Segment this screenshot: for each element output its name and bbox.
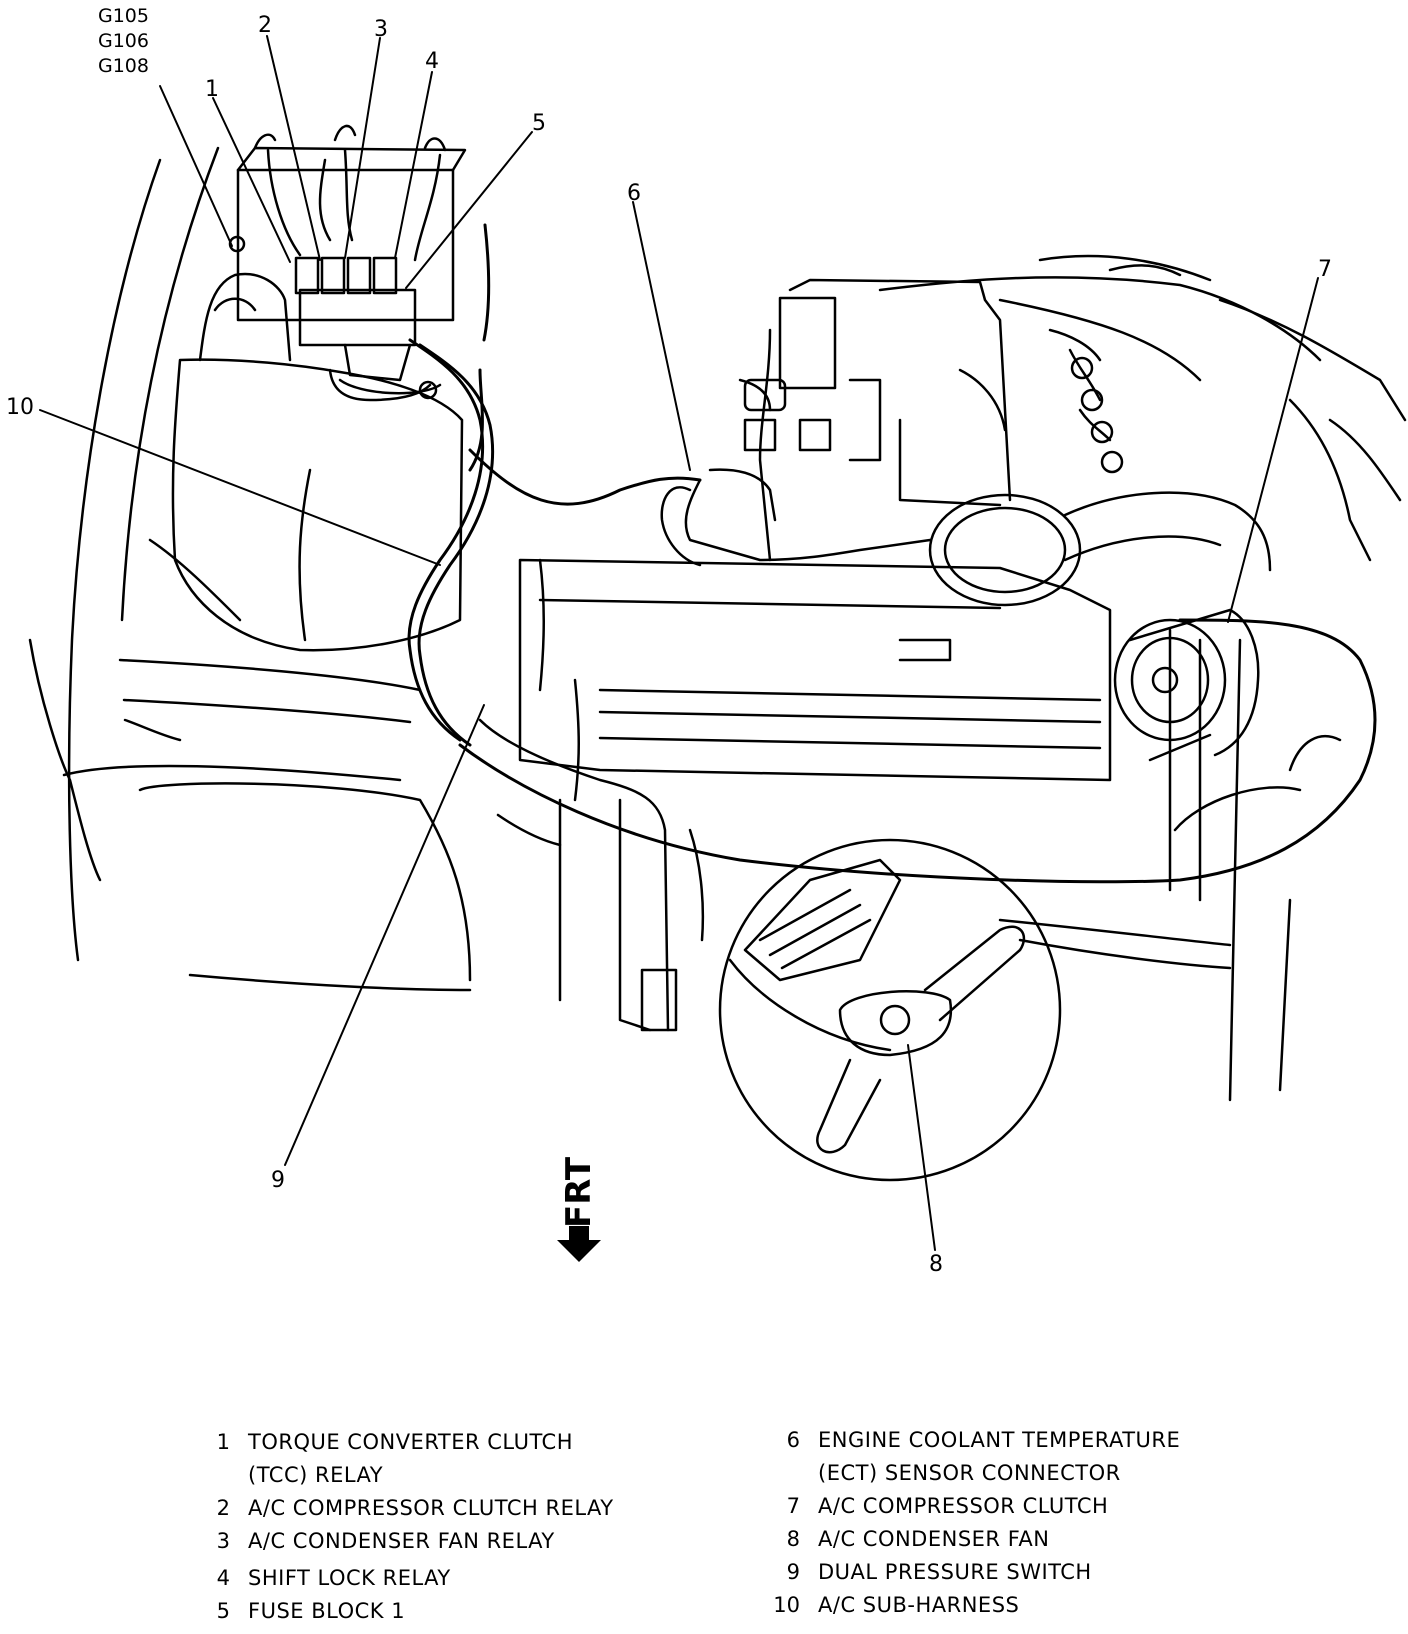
- legend-item: 7 A/C COMPRESSOR CLUTCH: [760, 1490, 1180, 1523]
- legend-number: 8: [786, 1527, 800, 1551]
- legend-text: A/C COMPRESSOR CLUTCH: [818, 1494, 1109, 1518]
- legend-item: 8 A/C CONDENSER FAN: [760, 1523, 1180, 1556]
- frt-label: FRT: [559, 1156, 599, 1228]
- ground-labels: G105 G106 G108: [98, 4, 149, 79]
- callout-3: 3: [374, 17, 388, 42]
- ground-label-g105: G105: [98, 5, 149, 27]
- legend-item: 9 DUAL PRESSURE SWITCH: [760, 1556, 1180, 1589]
- callout-2: 2: [258, 13, 272, 38]
- legend-number: 6: [786, 1428, 800, 1452]
- ac-compressor: [1113, 608, 1260, 762]
- ac-lines: [478, 718, 1342, 1032]
- legend-text: A/C COMPRESSOR CLUTCH RELAY: [248, 1496, 614, 1520]
- legend-item: 1 TORQUE CONVERTER CLUTCH: [190, 1426, 614, 1459]
- legend-item: 5 FUSE BLOCK 1: [190, 1595, 614, 1628]
- callout-leaders: [39, 35, 1319, 1251]
- legend-text-cont: (TCC) RELAY: [248, 1463, 384, 1487]
- radiator: [518, 558, 1292, 1102]
- front-direction-marker: FRT: [555, 1157, 605, 1262]
- ground-label-g106: G106: [98, 30, 149, 52]
- legend-text: A/C CONDENSER FAN: [818, 1527, 1050, 1551]
- legend-number: 4: [216, 1566, 230, 1590]
- callout-9: 9: [271, 1168, 285, 1193]
- callout-10: 10: [6, 395, 34, 420]
- fender-outline: [28, 146, 472, 992]
- legend-item: 3 A/C CONDENSER FAN RELAY: [190, 1525, 614, 1558]
- callout-5: 5: [532, 111, 546, 136]
- legend-text: DUAL PRESSURE SWITCH: [818, 1560, 1092, 1584]
- down-arrow-icon: [557, 1226, 601, 1262]
- callout-7: 7: [1318, 257, 1332, 282]
- air-intake-hose: [660, 468, 1272, 607]
- legend-number: 7: [786, 1494, 800, 1518]
- callout-4: 4: [425, 49, 439, 74]
- legend-number: 5: [216, 1599, 230, 1623]
- callout-1: 1: [205, 77, 219, 102]
- legend-item: 10 A/C SUB-HARNESS: [760, 1589, 1180, 1622]
- callout-6: 6: [627, 181, 641, 206]
- legend-text: SHIFT LOCK RELAY: [248, 1566, 451, 1590]
- legend-item: 2 A/C COMPRESSOR CLUTCH RELAY: [190, 1492, 614, 1525]
- legend-item: 6 ENGINE COOLANT TEMPERATURE: [760, 1424, 1180, 1457]
- engine-block: [738, 254, 1407, 562]
- legend-number: 10: [773, 1593, 800, 1617]
- legend-text: TORQUE CONVERTER CLUTCH: [248, 1430, 573, 1454]
- legend-text-cont: (ECT) SENSOR CONNECTOR: [818, 1461, 1121, 1485]
- battery-fuse-block: [228, 124, 467, 400]
- legend-left: 1 TORQUE CONVERTER CLUTCH (TCC) RELAY 2 …: [190, 1426, 614, 1628]
- ac-sub-harness: [407, 223, 1377, 884]
- legend-text: ENGINE COOLANT TEMPERATURE: [818, 1428, 1181, 1452]
- legend-item: 4 SHIFT LOCK RELAY: [190, 1562, 614, 1595]
- ground-label-g108: G108: [98, 55, 149, 77]
- legend-text: A/C SUB-HARNESS: [818, 1593, 1020, 1617]
- legend-text: FUSE BLOCK 1: [248, 1599, 406, 1623]
- legend-number: 1: [216, 1430, 230, 1454]
- callout-8: 8: [929, 1252, 943, 1277]
- legend-number: 3: [216, 1529, 230, 1553]
- legend-text: A/C CONDENSER FAN RELAY: [248, 1529, 555, 1553]
- legend-number: 9: [786, 1560, 800, 1584]
- legend-number: 2: [216, 1496, 230, 1520]
- legend-right: 6 ENGINE COOLANT TEMPERATURE (ECT) SENSO…: [760, 1424, 1180, 1622]
- condenser-fan: [718, 838, 1232, 1182]
